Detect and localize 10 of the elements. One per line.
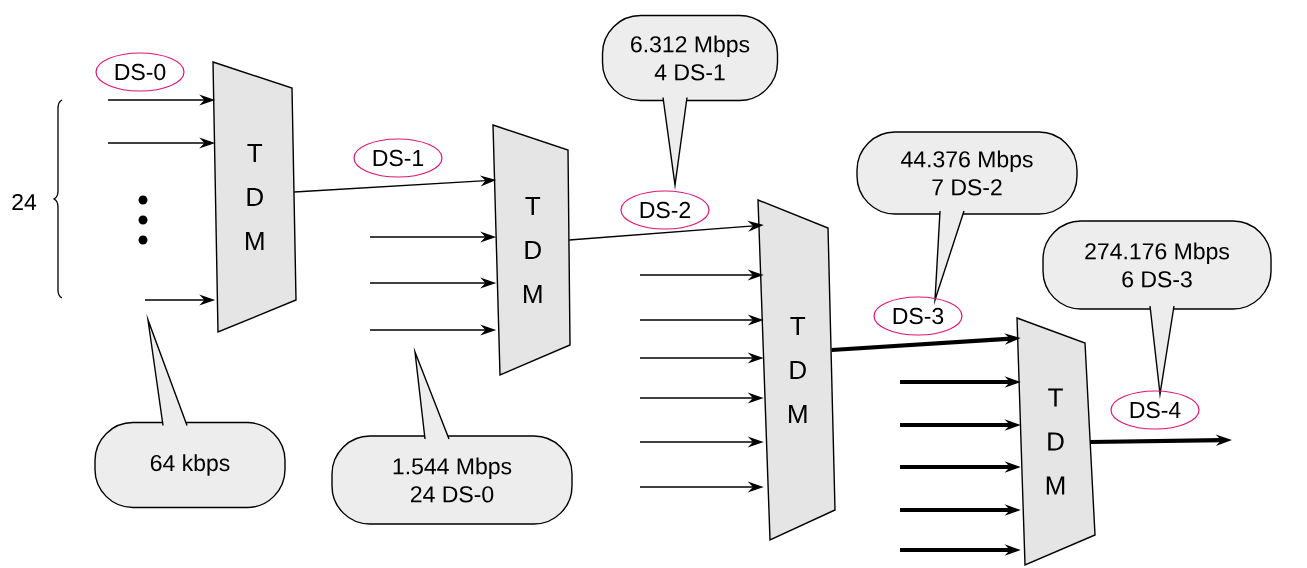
- count-label: 24: [12, 193, 37, 211]
- callout-bubble: 64 kbps: [94, 313, 286, 509]
- edge-label: DS-4: [1130, 401, 1181, 419]
- callout-bubble: 44.376 Mbps 7 DS-2: [856, 131, 1078, 306]
- edge-label: DS-3: [893, 307, 944, 325]
- edge-label: DS-1: [373, 149, 424, 167]
- edge-label: DS-0: [115, 63, 166, 81]
- callout-bubble: 6.312 Mbps 4 DS-1: [601, 14, 779, 191]
- edge-label: DS-2: [640, 201, 691, 219]
- callout-bubble: 1.544 Mbps 24 DS-0: [331, 346, 573, 525]
